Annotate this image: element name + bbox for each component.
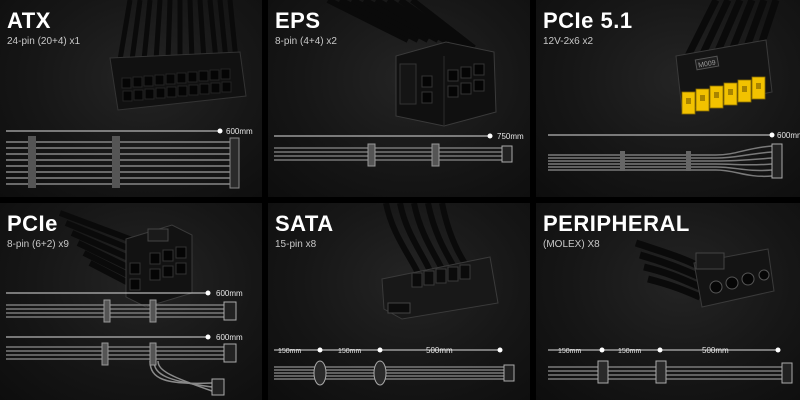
pcie51-cable-diagram — [548, 132, 783, 179]
sata-length-label-3: 500mm — [426, 346, 453, 355]
pcie-cable-diagram-single — [6, 290, 237, 323]
peripheral-subtitle: (MOLEX) X8 — [543, 239, 600, 250]
peripheral-panel: 150mm 150mm 500mm PERIPHERAL (MOLEX) X8 — [536, 203, 800, 400]
pcie-title: PCIe — [7, 211, 58, 236]
eps-panel: 750mm EPS 8-pin (4+4) x2 — [268, 0, 530, 197]
atx-connector-image — [109, 0, 247, 111]
eps-title: EPS — [275, 8, 321, 33]
pcie51-connector-image: M009 — [675, 0, 780, 115]
peripheral-cable-diagram — [548, 347, 793, 384]
peripheral-connector-image — [634, 239, 775, 308]
sata-cable-diagram — [274, 347, 515, 386]
eps-cable-diagram — [274, 133, 513, 167]
pcie51-length-label: 600mm — [777, 131, 800, 140]
sata-panel: 150mm 150mm 500mm SATA 15-pin x8 — [268, 203, 530, 400]
peripheral-cable-illustration: 150mm 150mm 500mm — [548, 239, 793, 384]
atx-cable-diagram — [6, 128, 240, 189]
atx-title: ATX — [7, 8, 51, 33]
pcie51-panel: M009 — [536, 0, 800, 197]
atx-cable-illustration: 600mm — [6, 0, 253, 189]
pcie-length-label-1: 600mm — [216, 289, 243, 298]
eps-subtitle: 8-pin (4+4) x2 — [275, 36, 337, 47]
sata-length-label-1: 150mm — [278, 348, 302, 355]
sata-subtitle: 15-pin x8 — [275, 239, 317, 250]
eps-connector-image — [326, 0, 497, 127]
pcie-connector-image — [58, 210, 193, 308]
eps-cable-illustration: 750mm — [274, 0, 524, 167]
peripheral-title: PERIPHERAL — [543, 211, 690, 236]
pcie-panel: 600mm 600mm PCIe 8-pin (6+2) x9 — [0, 203, 262, 400]
peripheral-length-label-2: 150mm — [618, 348, 642, 355]
peripheral-length-label-1: 150mm — [558, 348, 582, 355]
peripheral-length-label-3: 500mm — [702, 346, 729, 355]
pcie-subtitle: 8-pin (6+2) x9 — [7, 239, 69, 250]
sata-title: SATA — [275, 211, 334, 236]
atx-length-label: 600mm — [226, 127, 253, 136]
sata-cable-illustration: 150mm 150mm 500mm — [274, 203, 515, 386]
sata-length-label-2: 150mm — [338, 348, 362, 355]
pcie51-title: PCIe 5.1 — [543, 8, 633, 33]
pcie-cable-illustration: 600mm 600mm — [6, 210, 243, 396]
pcie51-connector-label: M009 — [698, 60, 717, 70]
atx-subtitle: 24-pin (20+4) x1 — [7, 36, 81, 47]
pcie-cable-diagram-daisy — [6, 334, 237, 396]
sata-connector-image — [381, 203, 499, 320]
pcie51-cable-illustration: M009 — [548, 0, 800, 179]
pcie-length-label-2: 600mm — [216, 333, 243, 342]
pcie51-subtitle: 12V-2x6 x2 — [543, 36, 594, 47]
atx-panel: 600mm ATX 24-pin (20+4) x1 — [0, 0, 262, 197]
eps-length-label: 750mm — [497, 132, 524, 141]
